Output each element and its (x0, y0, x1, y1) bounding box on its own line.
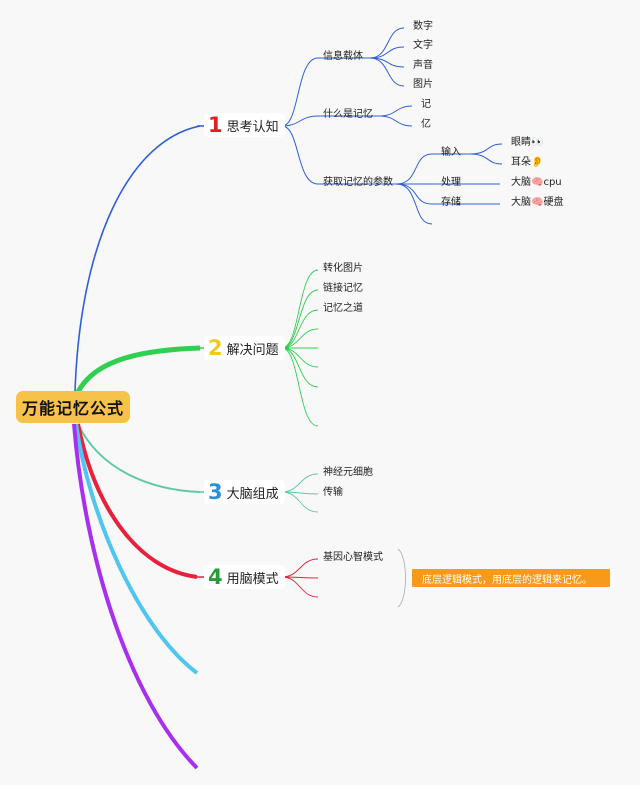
branch-2-children-connectors (281, 269, 319, 427)
topic-number: 1 (208, 113, 223, 137)
subtopic-gene-mind-mode[interactable]: 基因心智模式 (323, 552, 383, 563)
main-topic-solving[interactable]: 2 解决问题 (204, 336, 285, 360)
branch-4-connector (76, 423, 198, 579)
subtopic-ears[interactable]: 耳朵👂 (511, 157, 544, 168)
summary-note[interactable]: 底层逻辑模式，用底层的逻辑来记忆。 (412, 569, 610, 587)
main-topic-label: 思考认知 (226, 119, 279, 135)
main-topic-brain[interactable]: 3 大脑组成 (204, 480, 285, 504)
subtopic-memory-params[interactable]: 获取记忆的参数 (323, 177, 393, 188)
note-bracket (397, 548, 406, 608)
subtopic-what-is-memory[interactable]: 什么是记忆 (323, 109, 373, 120)
subtopic-yi[interactable]: 亿 (421, 119, 431, 130)
subtopic-transmission[interactable]: 传输 (323, 487, 343, 498)
subtopic-digits[interactable]: 数字 (413, 21, 433, 32)
main-topic-thinking[interactable]: 1 思考认知 (204, 113, 285, 137)
subtopic-memory-way[interactable]: 记忆之道 (323, 303, 363, 314)
subtopic-neuron[interactable]: 神经元细胞 (323, 467, 373, 478)
subtopic-process[interactable]: 处理 (441, 177, 461, 188)
central-topic-label: 万能记忆公式 (21, 399, 124, 418)
subtopic-ji[interactable]: 记 (421, 99, 431, 110)
main-topic-mode[interactable]: 4 用脑模式 (204, 565, 285, 589)
main-topic-label: 用脑模式 (226, 571, 279, 587)
branch-3-children-connectors (281, 473, 319, 513)
topic-number: 4 (208, 565, 223, 589)
branch-3-connector (77, 423, 201, 493)
subtopic-convert-picture[interactable]: 转化图片 (323, 263, 363, 274)
branch-4-children-connectors (281, 558, 319, 598)
topic-number: 2 (208, 336, 223, 360)
subtopic-storage[interactable]: 存储 (441, 197, 461, 208)
central-topic[interactable]: 万能记忆公式 (16, 391, 130, 423)
subtopic-picture[interactable]: 图片 (413, 79, 433, 90)
branch-1-children-connectors (281, 27, 503, 225)
subtopic-info-carrier[interactable]: 信息载体 (323, 51, 363, 62)
topic-number: 3 (208, 480, 223, 504)
subtopic-text[interactable]: 文字 (413, 40, 433, 51)
branch-5-connector (74, 423, 199, 675)
summary-note-text: 底层逻辑模式，用底层的逻辑来记忆。 (422, 574, 592, 586)
subtopic-brain-disk[interactable]: 大脑🧠硬盘 (511, 197, 564, 208)
subtopic-sound[interactable]: 声音 (413, 60, 433, 71)
branch-6-connector (72, 423, 199, 770)
branch-1-connector (74, 125, 201, 393)
subtopic-eyes[interactable]: 眼睛👀 (511, 137, 544, 148)
subtopic-brain-cpu[interactable]: 大脑🧠cpu (511, 177, 562, 188)
subtopic-input[interactable]: 输入 (441, 147, 461, 158)
subtopic-link-memory[interactable]: 链接记忆 (323, 283, 363, 294)
main-topic-label: 大脑组成 (226, 486, 279, 502)
main-topic-label: 解决问题 (226, 342, 279, 358)
branch-2-connector (75, 345, 201, 394)
